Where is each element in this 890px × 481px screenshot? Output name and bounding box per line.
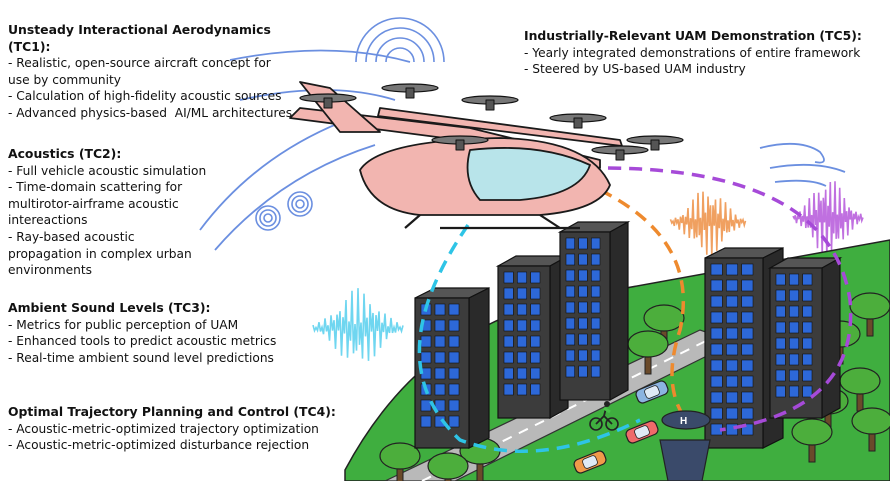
flight-path-purple	[607, 166, 853, 432]
tc4-item-2: - Acoustic-metric-optimized disturbance …	[8, 438, 310, 453]
tc2-item-4: intereactions	[8, 213, 88, 228]
tree-icon	[849, 292, 890, 337]
building-icon	[495, 254, 571, 420]
tc2-item-6: propagation in complex urban	[8, 246, 192, 261]
vertiport-icon: H	[659, 410, 711, 481]
tc5-title: Industrially-Relevant UAM Demonstration …	[524, 28, 862, 43]
tc1-item-4: - Advanced physics-based AI/ML architect…	[8, 105, 293, 120]
wind-icon	[365, 27, 435, 63]
tc2-block: Acoustics (TC2): - Full vehicle acoustic…	[8, 146, 206, 279]
car-icon	[625, 420, 659, 444]
tc5-item-2: - Steered by US-based UAM industry	[524, 62, 746, 77]
wind-icon	[255, 205, 281, 231]
rotor-icon	[591, 145, 649, 161]
tc2-item-5: - Ray-based acoustic	[8, 229, 135, 244]
rotor-icon	[626, 135, 684, 151]
tree-icon	[851, 407, 890, 452]
tc3-item-1: - Metrics for public perception of UAM	[8, 317, 239, 332]
sound-wave-icon	[669, 191, 747, 257]
tree-icon	[643, 304, 685, 349]
cyclist-icon	[589, 401, 619, 431]
tc3-item-2: - Enhanced tools to predict acoustic met…	[8, 334, 277, 349]
wind-icon	[769, 163, 846, 173]
flight-path-orange	[599, 188, 692, 427]
sound-wave-icon	[792, 181, 864, 257]
rotor-icon	[461, 95, 519, 111]
wind-icon	[774, 179, 827, 187]
tc2-item-2: - Time-domain scattering for	[8, 180, 183, 195]
tree-icon	[427, 452, 469, 481]
tc4-title: Optimal Trajectory Planning and Control …	[8, 404, 336, 419]
wind-icon	[759, 142, 825, 164]
tree-icon	[839, 367, 881, 412]
tc3-item-3: - Real-time ambient sound level predicti…	[8, 350, 274, 365]
car-icon	[573, 450, 607, 474]
evtol-aircraft-icon	[289, 81, 684, 230]
rotor-icon	[549, 113, 607, 129]
tc4-item-1: - Acoustic-metric-optimized trajectory o…	[8, 421, 319, 436]
building-icon	[767, 256, 843, 420]
rotor-icon	[381, 83, 439, 99]
car-icon	[635, 380, 669, 404]
tc2-item-3: multirotor-airframe acoustic	[8, 196, 179, 211]
tree-icon	[627, 330, 669, 375]
tc5-item-1: - Yearly integrated demonstrations of en…	[524, 45, 861, 60]
tc5-block: Industrially-Relevant UAM Demonstration …	[524, 28, 862, 78]
wind-icon	[385, 47, 415, 63]
tc1-item-1: - Realistic, open-source aircraft concep…	[8, 56, 271, 71]
wind-icon	[229, 49, 411, 63]
tree-icon	[379, 442, 421, 481]
tc3-block: Ambient Sound Levels (TC3): - Metrics fo…	[8, 300, 276, 366]
building-icon	[414, 287, 490, 449]
building-icon	[557, 220, 631, 402]
wind-icon	[287, 191, 313, 217]
wind-icon	[355, 17, 445, 63]
sound-wave-icon	[312, 288, 404, 361]
wind-icon	[199, 114, 361, 231]
tc2-item-1: - Full vehicle acoustic simulation	[8, 163, 207, 178]
tc1-title-code: (TC1):	[8, 38, 51, 54]
tc4-block: Optimal Trajectory Planning and Control …	[8, 404, 336, 454]
tc2-title: Acoustics (TC2):	[8, 146, 122, 161]
svg-text:H: H	[680, 416, 687, 427]
wind-icon	[214, 144, 376, 251]
tc1-title: Unsteady Interactional Aerodynamics	[8, 22, 271, 37]
tc3-title: Ambient Sound Levels (TC3):	[8, 300, 211, 315]
tc1-item-2: use by community	[8, 72, 121, 87]
tree-icon	[791, 418, 833, 463]
tc1-block: Unsteady Interactional Aerodynamics (TC1…	[8, 22, 292, 122]
tc1-item-3: - Calculation of high-fidelity acoustic …	[8, 89, 282, 104]
wind-icon	[375, 37, 425, 63]
rotor-icon	[299, 93, 357, 109]
rotor-icon	[431, 135, 489, 151]
tc2-item-7: environments	[8, 263, 92, 278]
